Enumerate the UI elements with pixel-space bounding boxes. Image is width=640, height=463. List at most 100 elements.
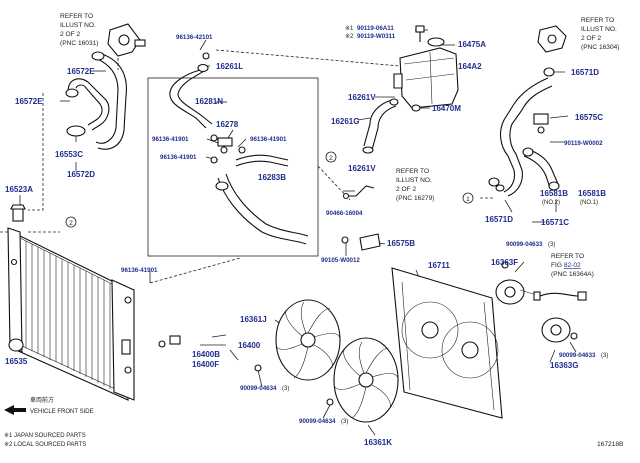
- part-16363F[interactable]: 16363F: [491, 258, 518, 267]
- ref-16279-line2: ILLUST NO.: [396, 177, 432, 184]
- joint-16278-illustration: [217, 137, 233, 154]
- part-16571D-top[interactable]: 16571D: [571, 68, 599, 77]
- part-16400B[interactable]: 16400B: [192, 350, 220, 359]
- part-16475A[interactable]: 16475A: [458, 40, 486, 49]
- front-arrow-icon: [4, 405, 26, 415]
- part-16575C[interactable]: 16575C: [575, 113, 603, 122]
- reservoir-tank-illustration: [393, 47, 459, 109]
- part-16361K[interactable]: 16361K: [364, 438, 392, 447]
- qty-90099-04633-a: (3): [548, 242, 555, 248]
- part-16711[interactable]: 16711: [428, 261, 450, 270]
- hose-group-box: [147, 77, 319, 257]
- footer-legend: 車両前方 VEHICLE FRONT SIDE ※1 JAPAN SOURCED…: [4, 396, 624, 448]
- part-16571C[interactable]: 16571C: [541, 218, 569, 227]
- footnote-local-sourced: ※2 LOCAL SOURCED PARTS: [4, 442, 86, 448]
- ref-16279-line4: (PNC 16279): [396, 195, 434, 202]
- bolt-90119-06A11-illustration: [415, 25, 425, 42]
- part-90099-04633-b[interactable]: 90099-04633: [559, 352, 596, 359]
- part-16572E-top[interactable]: 16572E: [67, 67, 95, 76]
- part-90119-W0002[interactable]: 90119-W0002: [564, 140, 603, 147]
- ref-16304-line1: REFER TO: [581, 17, 614, 24]
- part-16571D-bottom[interactable]: 16571D: [485, 215, 513, 224]
- fan-motor-16363G-illustration: [541, 317, 571, 343]
- reference-note-16304[interactable]: REFER TO ILLUST NO. 2 OF 2 (PNC 16304): [581, 17, 619, 51]
- part-16581B-b[interactable]: 16581B: [578, 189, 606, 198]
- footnote-japan-sourced: ※1 JAPAN SOURCED PARTS: [4, 433, 86, 439]
- part-16535[interactable]: 16535: [5, 357, 28, 366]
- water-inlet-illustration: [537, 25, 567, 53]
- part-90099-04634-b[interactable]: 90099-04634: [299, 418, 336, 425]
- ref-82-02-line2: FIG 82-02: [551, 262, 581, 269]
- part-90099-04634-a[interactable]: 90099-04634: [240, 385, 277, 392]
- qty-90099-04633-b: (3): [601, 353, 608, 359]
- part-16553C[interactable]: 16553C: [55, 150, 83, 159]
- cap-16475A-illustration: [427, 37, 445, 47]
- part-96136-42101[interactable]: 96136-42101: [176, 34, 213, 41]
- hose-16281N-illustration: [169, 63, 213, 129]
- ref-82-02-line3: (PNC 16364A): [551, 271, 594, 278]
- reference-note-16279[interactable]: REFER TO ILLUST NO. 2 OF 2 (PNC 16279): [396, 168, 434, 202]
- part-16400[interactable]: 16400: [238, 341, 261, 350]
- fan-motor-16363F-illustration: [495, 279, 541, 305]
- fan-16361J-illustration: [275, 299, 341, 381]
- valve-16575C-illustration: [533, 113, 549, 134]
- ref-16304-line3: 2 OF 2: [581, 35, 601, 42]
- radiator-illustration: [7, 227, 135, 401]
- upper-hose-illustration: [65, 51, 127, 150]
- part-16283B[interactable]: 16283B: [258, 173, 286, 182]
- part-16361J[interactable]: 16361J: [240, 315, 267, 324]
- part-16523A[interactable]: 16523A: [5, 185, 33, 194]
- connector-16364A-illustration: [533, 291, 587, 301]
- part-16572E-left[interactable]: 16572E: [15, 97, 43, 106]
- label-no2: (NO.2): [542, 200, 560, 206]
- fan-shroud-illustration: [391, 267, 503, 419]
- ref-16031-line4: (PNC 16031): [60, 40, 98, 47]
- part-16572D[interactable]: 16572D: [67, 170, 95, 179]
- part-164A2[interactable]: 164A2: [458, 62, 482, 71]
- qty-90099-04634-b: (3): [341, 419, 348, 425]
- circle-callout-2-middle: 2: [325, 151, 337, 163]
- bracket-16575B-illustration: [341, 233, 381, 251]
- part-96136-41901-b[interactable]: 96136-41901: [250, 136, 287, 143]
- hose-16571C-illustration: [495, 67, 555, 197]
- part-90099-04633-a[interactable]: 90099-04633: [506, 241, 543, 248]
- part-16261V-a[interactable]: 16261V: [348, 93, 376, 102]
- bracket-16523A-illustration: [10, 204, 26, 222]
- vehicle-front-jp: 車両前方: [30, 396, 54, 404]
- part-16363G[interactable]: 16363G: [550, 361, 578, 370]
- part-16278[interactable]: 16278: [216, 120, 239, 129]
- label-no1: (NO.1): [580, 200, 598, 206]
- drain-plug-illustration: [8, 338, 24, 352]
- part-16261G[interactable]: 16261G: [331, 117, 359, 126]
- part-96136-41901-c[interactable]: 96136-41901: [160, 154, 197, 161]
- svg-text:2: 2: [329, 155, 333, 162]
- footnote-mark-2-top: ※2: [345, 34, 354, 40]
- part-labels: 16572E 16572E 16553C 16572D 16523A 16535…: [5, 25, 608, 447]
- cap-16470M-illustration: [411, 104, 421, 112]
- part-90119-06A11[interactable]: 90119-06A11: [357, 25, 394, 32]
- water-outlet-illustration: [107, 23, 146, 57]
- fan-16361K-illustration: [333, 337, 399, 423]
- hose-16261G-illustration: [362, 98, 399, 154]
- part-96136-41901-d[interactable]: 96136-41901: [121, 267, 158, 274]
- part-16400F[interactable]: 16400F: [192, 360, 219, 369]
- part-16261L[interactable]: 16261L: [216, 62, 243, 71]
- ref-82-02-line1: REFER TO: [551, 253, 584, 260]
- part-90119-W0311[interactable]: 90119-W0311: [357, 33, 396, 40]
- part-16261V-b[interactable]: 16261V: [348, 164, 376, 173]
- ref-16031-line2: ILLUST NO.: [60, 22, 96, 29]
- fig-82-02-link[interactable]: 82-02: [564, 262, 581, 269]
- bolt-90099-04634-illustration: [254, 364, 334, 406]
- ref-16031-line1: REFER TO: [60, 13, 93, 20]
- ref-16304-line2: ILLUST NO.: [581, 26, 617, 33]
- part-16575B[interactable]: 16575B: [387, 239, 415, 248]
- part-16470M[interactable]: 16470M: [432, 104, 461, 113]
- part-96136-41901-a[interactable]: 96136-41901: [152, 136, 189, 143]
- reference-note-fig-82-02[interactable]: REFER TO FIG 82-02 (PNC 16364A): [551, 253, 594, 278]
- part-90466-16004[interactable]: 90466-16004: [326, 210, 363, 217]
- part-16581B-a[interactable]: 16581B: [540, 189, 568, 198]
- reference-note-16031[interactable]: REFER TO ILLUST NO. 2 OF 2 (PNC 16031): [60, 13, 98, 47]
- part-90105-W0012[interactable]: 90105-W0012: [321, 257, 360, 264]
- part-16281N[interactable]: 16281N: [195, 97, 223, 106]
